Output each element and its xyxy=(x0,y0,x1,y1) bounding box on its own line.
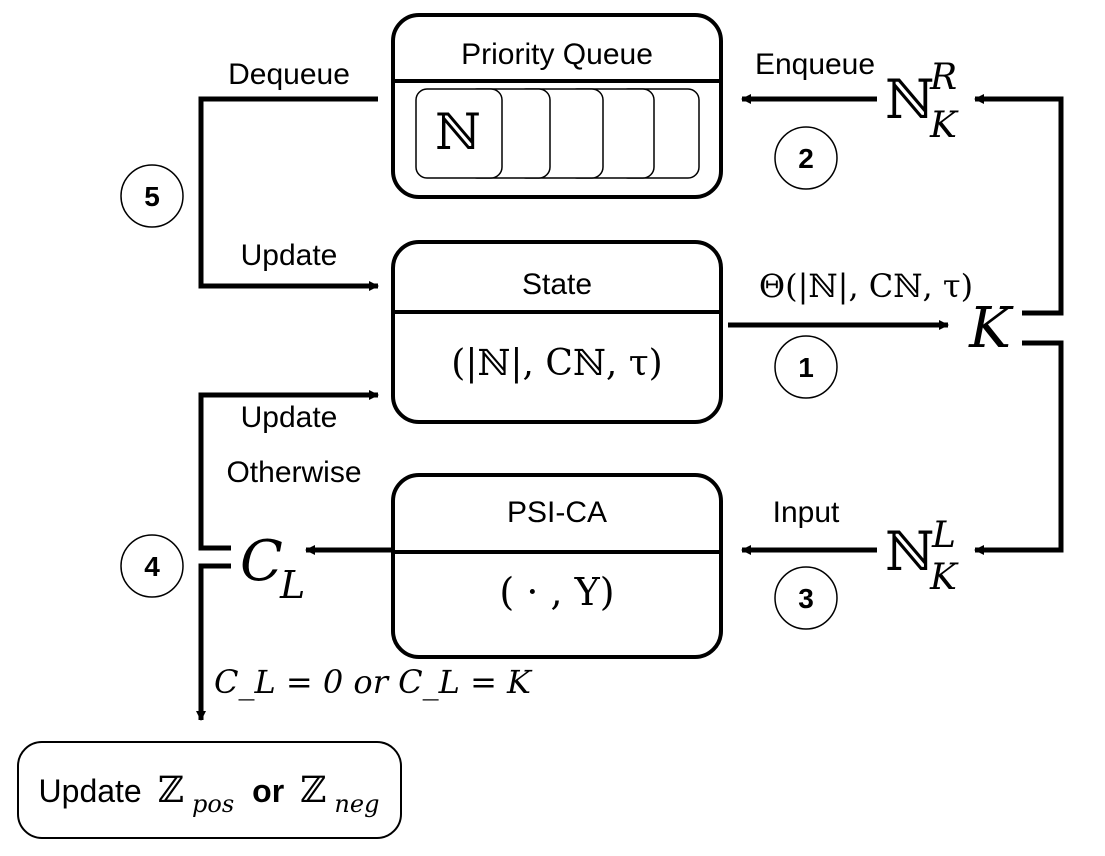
otherwise-label: Otherwise xyxy=(226,456,361,489)
priority-queue-box: Priority Queue ℕ xyxy=(391,13,723,199)
theta-label: Θ(|ℕ|, Cℕ, τ) xyxy=(759,267,973,305)
n-l-k-base: ℕ xyxy=(885,520,934,583)
otherwise-update-arrow xyxy=(198,390,379,551)
step-marker-2: 2 xyxy=(774,126,838,190)
n-r-k-node: ℕ R K xyxy=(885,57,959,146)
step-marker-1: 1 xyxy=(774,335,838,399)
k-to-nl-arrow xyxy=(974,340,1064,555)
input-label: Input xyxy=(773,496,840,529)
step-number: 3 xyxy=(798,583,814,614)
z-pos-symbol: ℤ xyxy=(158,770,184,811)
priority-queue-title: Priority Queue xyxy=(461,38,653,71)
n-r-k-base: ℕ xyxy=(885,68,934,131)
enqueue-label: Enqueue xyxy=(755,48,875,81)
state-title: State xyxy=(522,268,592,301)
dequeue-update-arrow xyxy=(198,96,379,291)
step-number: 1 xyxy=(798,352,814,383)
update-result-box: Update ℤ pos or ℤ neg xyxy=(17,741,402,839)
update-top-label: Update xyxy=(241,239,338,272)
psi-ca-title: PSI-CA xyxy=(507,496,607,529)
queue-slot-symbol: ℕ xyxy=(435,103,481,161)
step-marker-4: 4 xyxy=(120,534,184,598)
state-box: State (|ℕ|, Cℕ, τ) xyxy=(391,240,723,424)
condition-arrow xyxy=(196,563,231,721)
c-l-sub: L xyxy=(279,563,305,607)
step-number: 5 xyxy=(144,181,160,212)
z-pos-subscript: pos xyxy=(192,790,234,818)
update-bottom-label: Update xyxy=(241,401,338,434)
psi-ca-box: PSI-CA ( · , Y) xyxy=(391,473,723,659)
connectors xyxy=(196,94,1064,721)
condition-label: C_L = 0 or C_L = K xyxy=(214,663,533,701)
psi-ca-content: ( · , Y) xyxy=(499,570,614,614)
update-result-word: Update xyxy=(39,773,142,809)
z-neg-subscript: neg xyxy=(334,790,379,818)
svg-text:Update ℤ pos: Update ℤ pos or ℤ neg xyxy=(39,770,380,819)
n-l-k-node: ℕ L K xyxy=(885,515,959,598)
state-content: (|ℕ|, Cℕ, τ) xyxy=(451,343,662,384)
step-number: 4 xyxy=(144,551,160,582)
c-l-node: C L xyxy=(240,529,305,607)
z-neg-symbol: ℤ xyxy=(300,770,326,811)
update-result-or: or xyxy=(252,773,284,809)
step-marker-3: 3 xyxy=(774,566,838,630)
k-to-nr-arrow xyxy=(974,94,1064,316)
step-number: 2 xyxy=(798,143,814,174)
n-l-k-sub: K xyxy=(929,557,959,598)
dequeue-label: Dequeue xyxy=(228,58,350,91)
n-r-k-sup: R xyxy=(929,57,957,98)
step-marker-5: 5 xyxy=(120,164,184,228)
c-l-base: C xyxy=(240,529,283,594)
queue-slot xyxy=(415,88,503,179)
k-node: K xyxy=(968,296,1014,361)
n-l-k-sup: L xyxy=(931,515,956,556)
n-r-k-sub: K xyxy=(929,105,959,146)
